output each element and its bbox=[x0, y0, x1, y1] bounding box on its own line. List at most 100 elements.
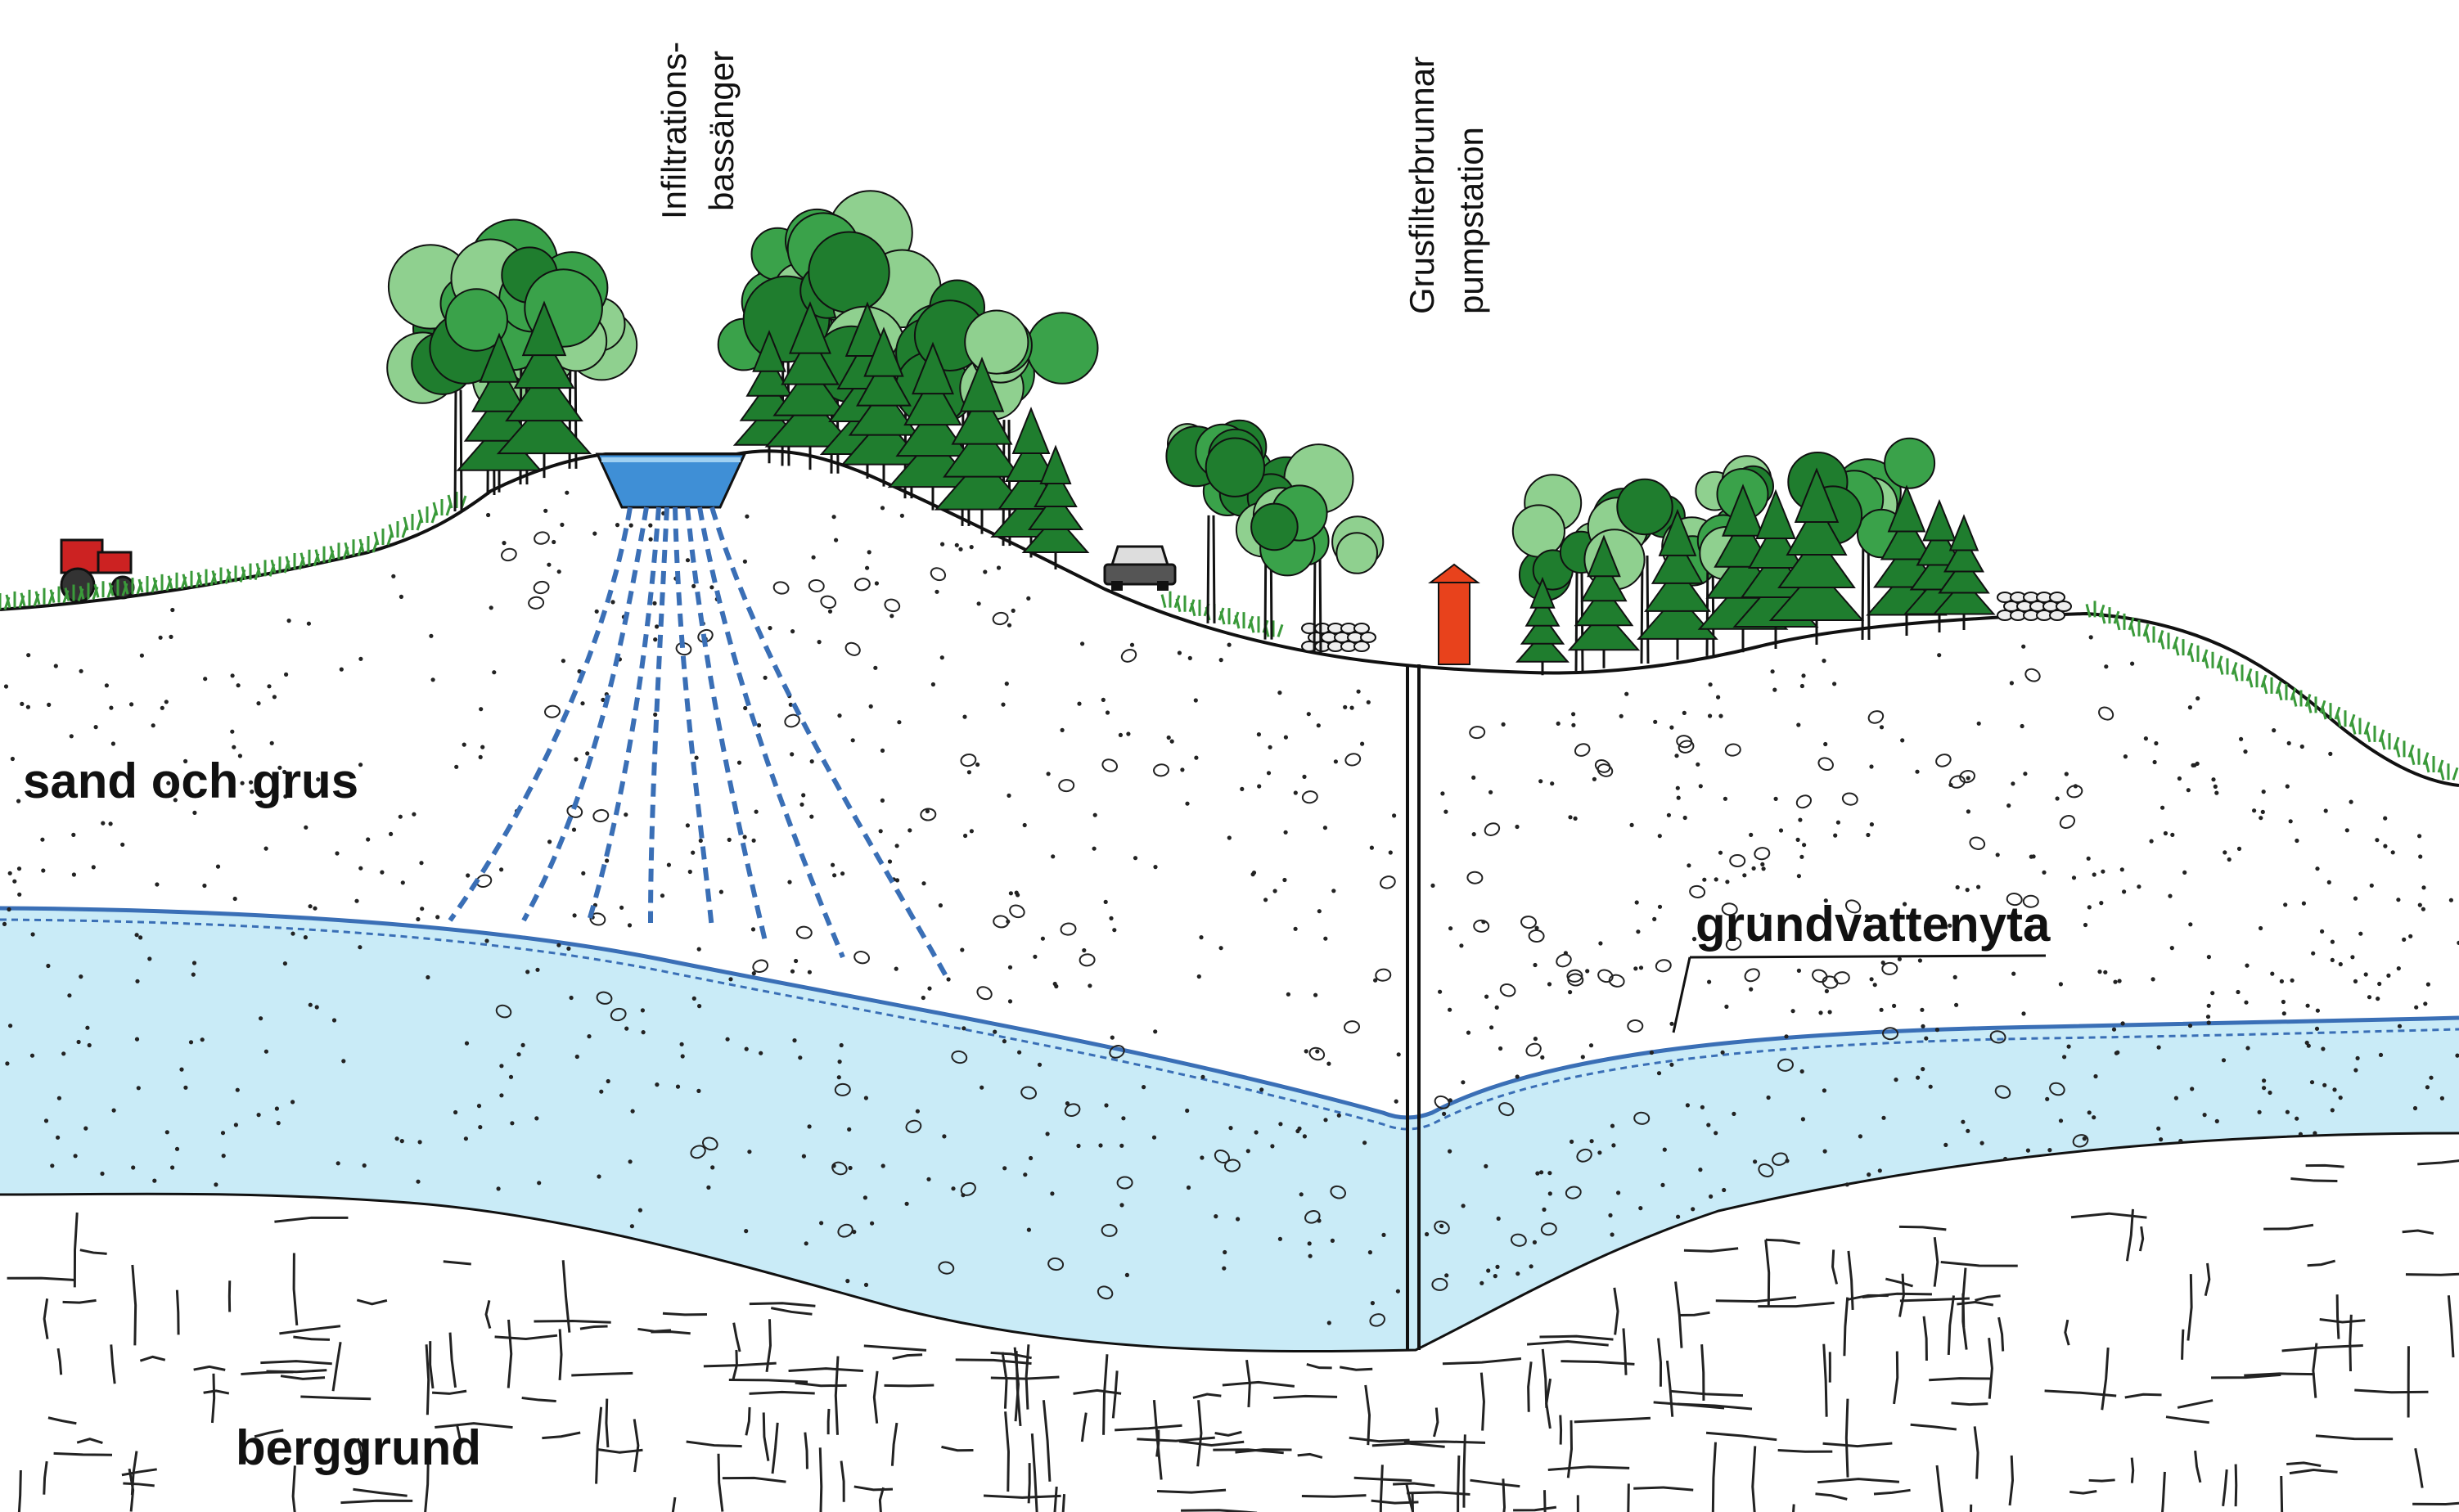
sediment-dot bbox=[313, 906, 318, 911]
sediment-dot bbox=[1370, 1301, 1375, 1306]
pebble bbox=[495, 1004, 512, 1019]
sediment-dot bbox=[26, 653, 31, 658]
sediment-dot bbox=[1778, 828, 1784, 833]
sediment-dot bbox=[366, 837, 371, 842]
sediment-dot bbox=[2286, 740, 2291, 746]
grass-tuft bbox=[2365, 725, 2385, 743]
bedrock-crack bbox=[2414, 1447, 2424, 1488]
sediment-dot bbox=[1306, 712, 1311, 717]
sediment-dot bbox=[1293, 790, 1298, 795]
sediment-dot bbox=[1080, 641, 1085, 646]
sediment-dot bbox=[790, 752, 795, 757]
sediment-dot bbox=[619, 905, 624, 910]
sediment-dot bbox=[863, 1282, 869, 1287]
sediment-dot bbox=[1316, 723, 1321, 728]
bedrock-crack bbox=[1349, 1436, 1410, 1443]
pebble bbox=[1116, 1176, 1133, 1190]
sediment-dot bbox=[850, 738, 855, 743]
tractor-icon bbox=[60, 538, 135, 603]
sediment-dot bbox=[2421, 885, 2426, 890]
sediment-dot bbox=[839, 1042, 844, 1048]
sediment-dot bbox=[2236, 846, 2242, 851]
bedrock-crack bbox=[1541, 1348, 1548, 1408]
sediment-dot bbox=[817, 640, 822, 645]
sediment-dot bbox=[831, 862, 835, 867]
sediment-dot bbox=[1547, 982, 1552, 987]
sediment-dot bbox=[790, 969, 795, 974]
sediment-dot bbox=[1439, 1223, 1444, 1229]
bedrock-crack bbox=[2417, 1159, 2459, 1166]
sediment-dot bbox=[880, 748, 885, 754]
sediment-dot bbox=[980, 1085, 984, 1090]
bedrock-crack bbox=[1815, 1492, 1848, 1501]
sediment-dot bbox=[134, 1037, 140, 1042]
pebble bbox=[1120, 649, 1137, 663]
sediment-dot bbox=[362, 1163, 367, 1168]
sediment-dot bbox=[624, 1026, 629, 1031]
sediment-dot bbox=[1866, 832, 1871, 838]
bedrock-crack bbox=[2305, 1163, 2344, 1168]
sediment-dot bbox=[629, 1224, 635, 1229]
sediment-dot bbox=[8, 1024, 13, 1028]
sediment-dot bbox=[840, 871, 845, 876]
sediment-dot bbox=[2159, 1137, 2164, 1142]
sediment-dot bbox=[61, 1051, 66, 1056]
bedrock-crack bbox=[1700, 1344, 1705, 1401]
bedrock-crack bbox=[1080, 1412, 1088, 1442]
sediment-dot bbox=[1425, 1231, 1430, 1237]
sediment-dot bbox=[2163, 830, 2168, 836]
pebble bbox=[1724, 743, 1741, 757]
sediment-dot bbox=[1142, 1085, 1146, 1090]
sediment-dot bbox=[2383, 844, 2388, 848]
sediment-dot bbox=[915, 1109, 920, 1114]
sediment-dot bbox=[1570, 1139, 1574, 1144]
groundwater-surface-line bbox=[0, 906, 2459, 1120]
sediment-dot bbox=[1610, 1232, 1615, 1237]
sediment-dot bbox=[2169, 946, 2174, 951]
bedrock-crack bbox=[1764, 1240, 1771, 1306]
sediment-dot bbox=[267, 684, 272, 689]
sediment-dot bbox=[91, 865, 96, 870]
sediment-dot bbox=[2206, 1003, 2211, 1008]
sediment-dot bbox=[2182, 870, 2187, 875]
bedrock-crack bbox=[1442, 1357, 1522, 1366]
sediment-dot bbox=[862, 1195, 867, 1200]
well-pipe bbox=[1406, 664, 1421, 1350]
conifer-tree bbox=[1637, 508, 1718, 660]
sediment-dot bbox=[655, 1082, 660, 1087]
sediment-dot bbox=[399, 594, 403, 600]
sediment-dot bbox=[1657, 834, 1662, 839]
bedrock-crack bbox=[1371, 1442, 1445, 1448]
sediment-dot bbox=[894, 844, 899, 848]
sediment-dot bbox=[220, 1131, 226, 1136]
sediment-dot bbox=[109, 705, 114, 710]
sediment-dot bbox=[2092, 1115, 2096, 1120]
sediment-dot bbox=[725, 1037, 730, 1042]
bedrock-crack bbox=[193, 1365, 226, 1371]
sediment-dot bbox=[2418, 854, 2423, 859]
sediment-dot bbox=[466, 873, 471, 878]
bedrock-crack bbox=[878, 1487, 885, 1512]
sediment-dot bbox=[1037, 1062, 1043, 1067]
sediment-dot bbox=[921, 881, 926, 886]
sediment-dot bbox=[335, 777, 340, 782]
sediment-dot bbox=[1001, 702, 1006, 707]
pebble bbox=[772, 581, 790, 595]
sediment-dot bbox=[2088, 635, 2093, 640]
bedrock-crack bbox=[571, 1371, 633, 1377]
sediment-dot bbox=[2214, 790, 2219, 795]
sediment-dot bbox=[2421, 907, 2425, 911]
bedrock-crack bbox=[1273, 1394, 1338, 1400]
bedrock-crack bbox=[2312, 1343, 2318, 1398]
sediment-dot bbox=[2223, 850, 2227, 855]
sediment-dot bbox=[1934, 1028, 1939, 1033]
bedrock-crack bbox=[1407, 1491, 1470, 1496]
sediment-dot bbox=[1550, 781, 1555, 786]
pebble bbox=[820, 595, 837, 609]
sediment-dot bbox=[804, 1241, 808, 1246]
sediment-dot bbox=[552, 539, 556, 545]
sediment-dot bbox=[1104, 1103, 1109, 1108]
sediment-dot bbox=[1060, 727, 1065, 733]
sediment-dot bbox=[1691, 1207, 1696, 1212]
sediment-dot bbox=[1970, 938, 1975, 943]
